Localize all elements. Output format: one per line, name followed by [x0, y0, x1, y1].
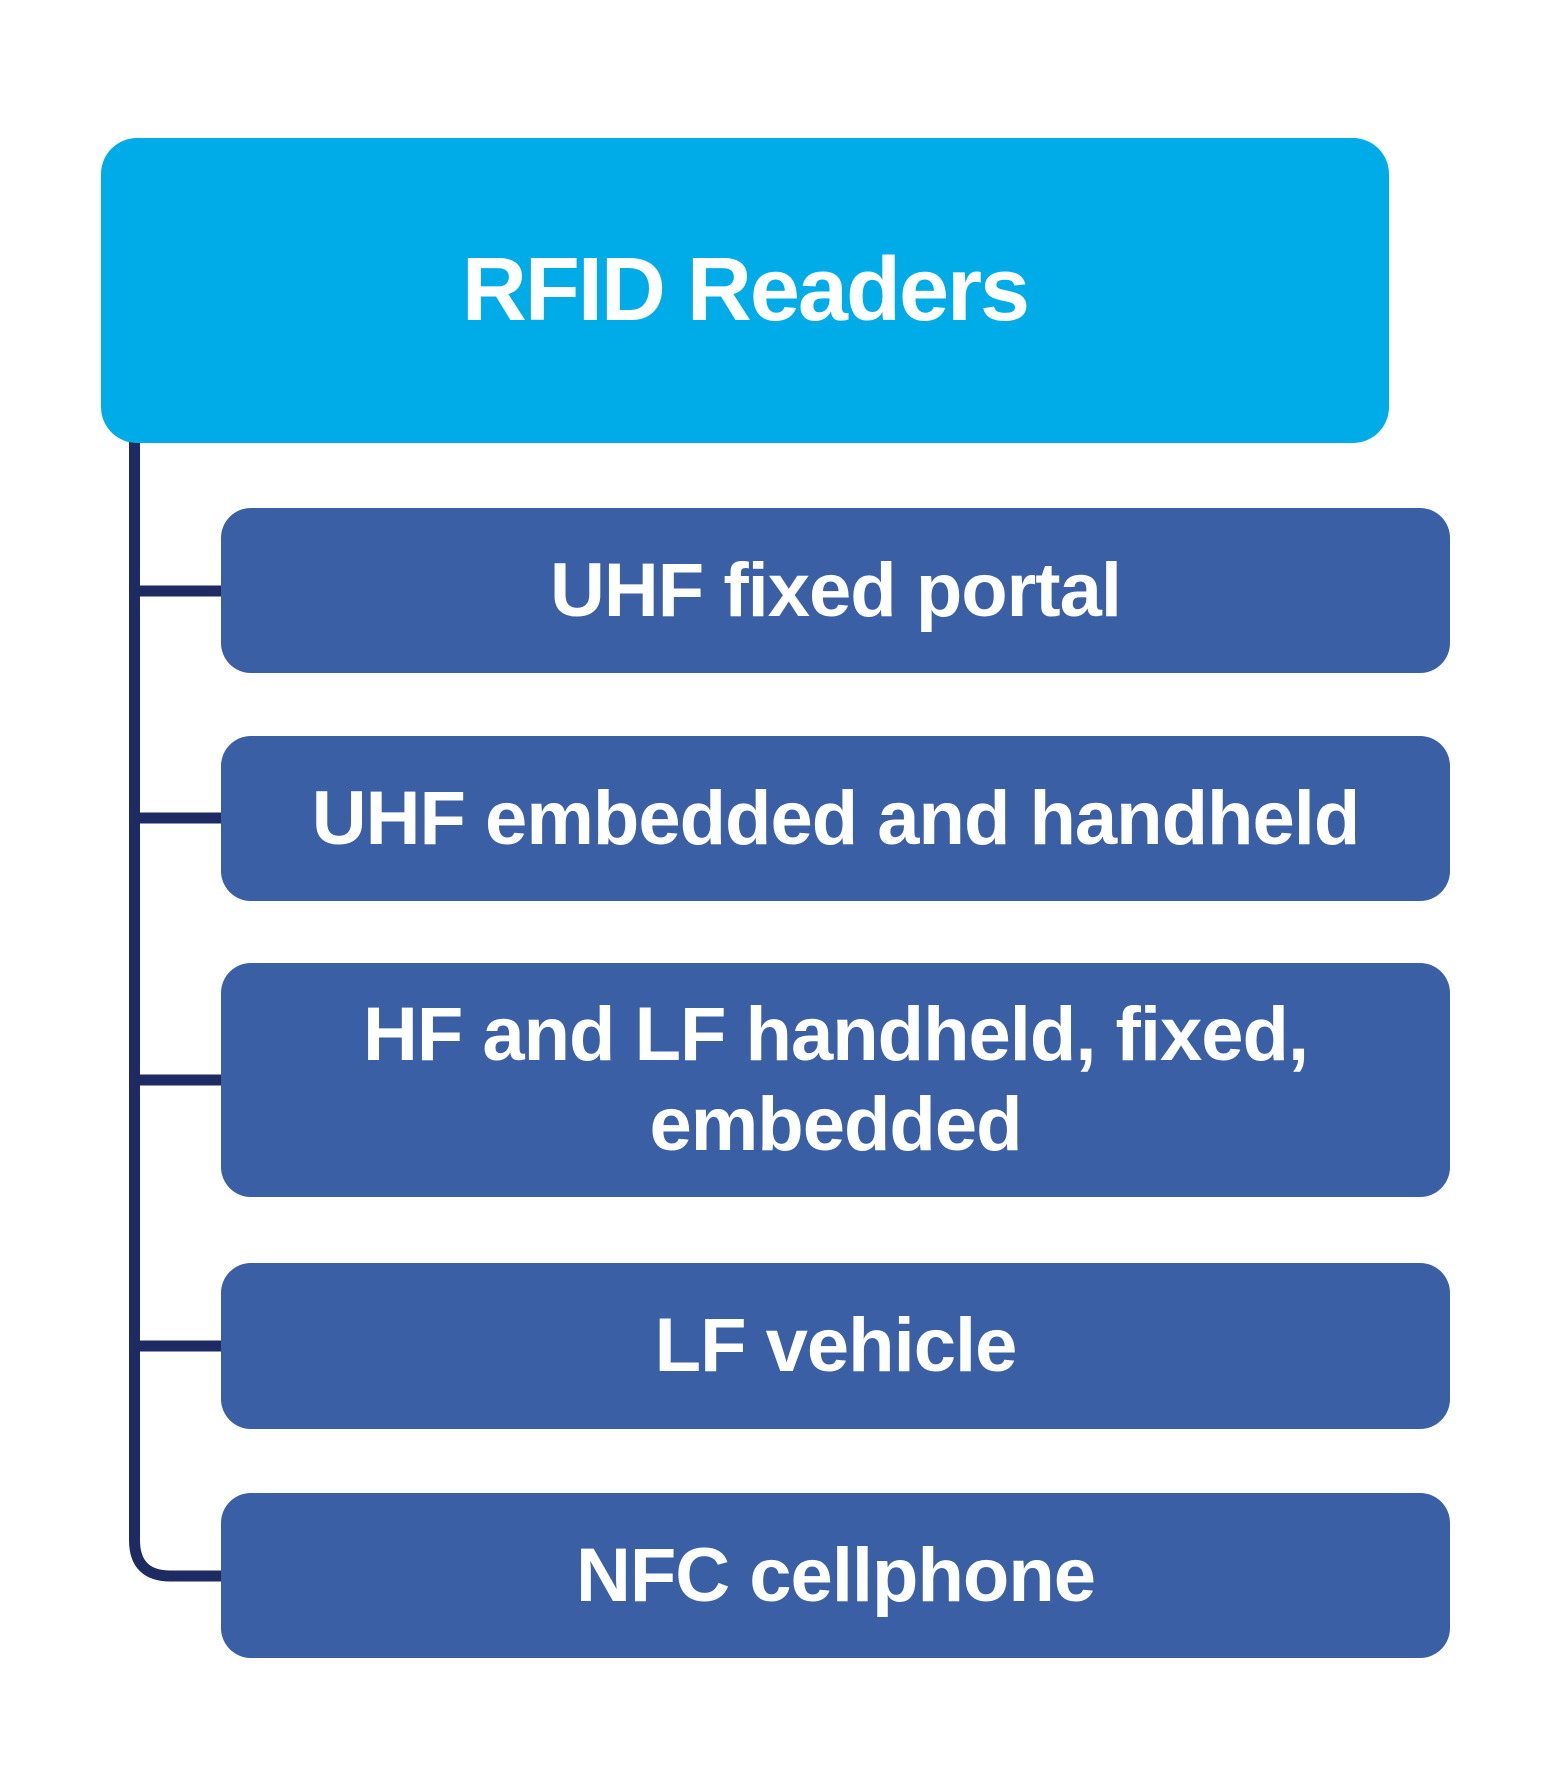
node-rfid-readers: RFID Readers: [101, 138, 1389, 443]
child-node-label: LF vehicle: [654, 1303, 1018, 1389]
child-node-label: UHF fixed portal: [550, 547, 1122, 633]
node-lf-vehicle: LF vehicle: [221, 1263, 1450, 1429]
connector-trunk: [129, 440, 232, 1582]
node-uhf-embedded-and-handheld: UHF embedded and handheld: [221, 736, 1450, 901]
node-hf-lf-handheld-fixed-embedded: HF and LF handheld, fixed, embedded: [221, 963, 1450, 1197]
child-node-label: UHF embedded and handheld: [311, 775, 1360, 861]
child-node-label: HF and LF handheld, fixed, embedded: [362, 992, 1309, 1167]
node-uhf-fixed-portal: UHF fixed portal: [221, 508, 1450, 673]
root-node-label: RFID Readers: [461, 240, 1030, 340]
node-nfc-cellphone: NFC cellphone: [221, 1493, 1450, 1658]
child-node-label: NFC cellphone: [575, 1532, 1096, 1618]
